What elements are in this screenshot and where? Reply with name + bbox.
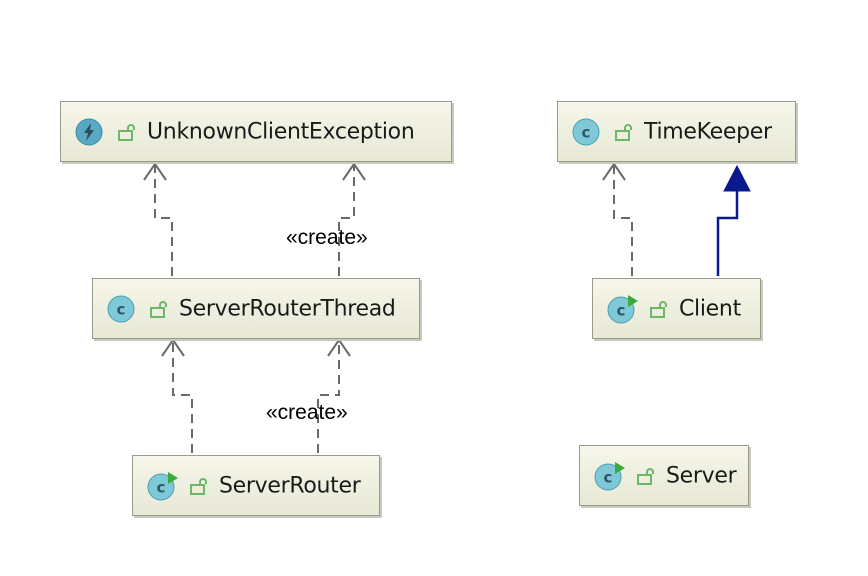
node-server-router[interactable]: c ServerRouter: [132, 455, 380, 516]
node-server-router-thread[interactable]: c ServerRouterThread: [92, 278, 420, 339]
node-label: TimeKeeper: [644, 119, 772, 144]
lock-icon: [615, 123, 632, 141]
node-label: UnknownClientException: [147, 119, 415, 144]
svg-text:c: c: [617, 301, 626, 319]
lock-icon: [637, 467, 654, 485]
svg-text:c: c: [582, 123, 591, 141]
arrowhead-client-tk-dep: [602, 162, 626, 181]
node-label: ServerRouterThread: [179, 296, 396, 321]
svg-text:c: c: [117, 300, 126, 318]
edge-sr-srt-create: [317, 342, 340, 453]
class-icon: c: [107, 295, 135, 322]
svg-text:c: c: [604, 468, 613, 486]
edge-sr-srt-left: [172, 342, 193, 453]
lock-icon: [190, 477, 207, 495]
runnable-class-icon: c: [594, 461, 625, 490]
node-time-keeper[interactable]: c TimeKeeper: [557, 101, 796, 162]
stereotype-create-top: «create»: [286, 226, 368, 249]
arrowhead-srt-uce-create: [342, 162, 366, 181]
stereotype-create-bottom: «create»: [266, 401, 348, 424]
arrowhead-srt-uce-left: [143, 162, 167, 181]
class-icon: c: [572, 118, 600, 145]
svg-text:c: c: [157, 478, 166, 496]
node-client[interactable]: c Client: [592, 278, 761, 339]
node-label: Client: [679, 296, 741, 321]
arrowhead-client-tk-inherit: [723, 164, 751, 192]
arrowhead-sr-srt-left: [161, 338, 185, 357]
edge-client-tk-inherit: [716, 190, 739, 276]
runnable-class-icon: c: [607, 294, 638, 323]
arrowhead-sr-srt-create: [327, 338, 351, 357]
node-server[interactable]: c Server: [579, 445, 749, 506]
edge-srt-uce-create: [338, 166, 355, 276]
edge-client-tk-dep: [613, 166, 633, 276]
lock-icon: [650, 300, 667, 318]
lock-icon: [118, 123, 135, 141]
exception-icon: [75, 118, 103, 145]
runnable-class-icon: c: [147, 471, 178, 500]
lock-icon: [150, 300, 167, 318]
node-label: ServerRouter: [219, 473, 361, 498]
node-unknown-client-exception[interactable]: UnknownClientException: [60, 101, 452, 162]
node-label: Server: [666, 463, 737, 488]
edge-srt-uce-left: [154, 166, 173, 276]
